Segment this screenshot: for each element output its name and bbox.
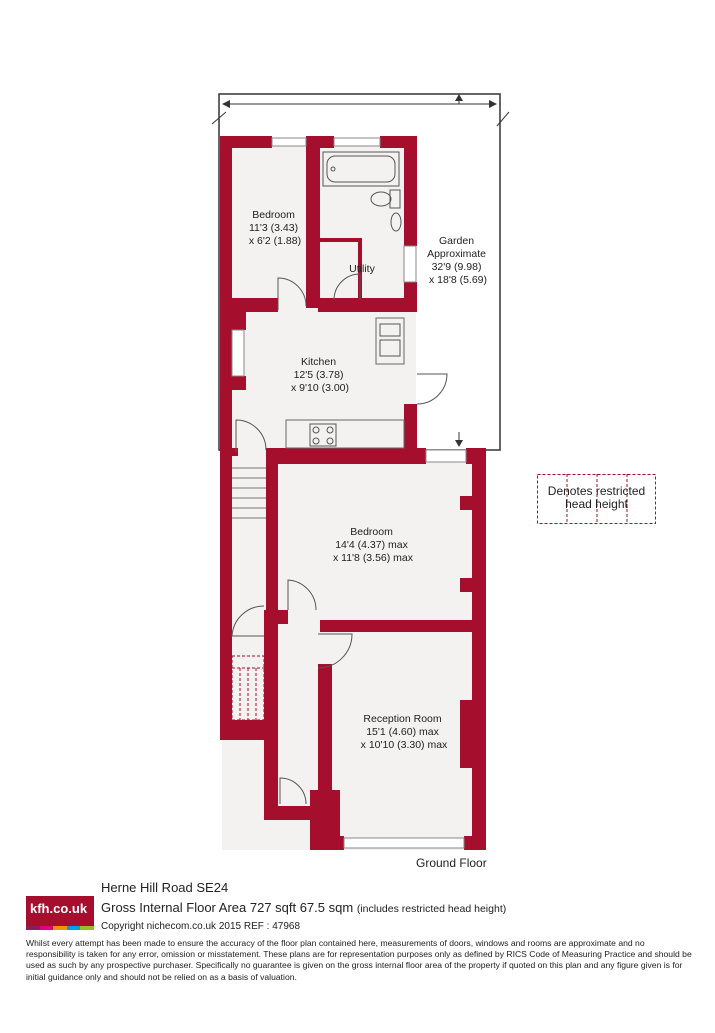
label-garden: Garden Approximate 32'9 (9.98) x 18'8 (5… [427,235,489,286]
floor-area-note: (includes restricted head height) [356,903,507,915]
logo-color-strip [26,926,94,930]
agency-logo: kfh.co.uk [26,896,94,930]
doors [231,273,448,805]
disclaimer: Whilst every attempt has been made to en… [26,938,692,982]
floor-plan: Bedroom 11'3 (3.43) x 6'2 (1.88) Utility… [211,93,510,850]
floor-area-lower [222,450,484,850]
kitchen-counter [285,317,405,449]
floor-area: Gross Internal Floor Area 727 sqft 67.5 … [101,900,506,915]
basin-icon [390,212,402,232]
label-reception-room: Reception Room 15'1 (4.60) max x 10'10 (… [361,713,448,751]
copyright: Copyright nichecom.co.uk 2015 REF : 4796… [101,921,300,932]
hob-icon [309,423,337,447]
toilet-icon [370,189,401,209]
restricted-height-legend: Denotes restricted head height [537,474,656,524]
walls [220,136,486,850]
stairs-up [232,467,266,519]
logo-text: kfh.co.uk [30,901,88,916]
legend-dashed-box [537,474,656,524]
floor-area-main: Gross Internal Floor Area 727 sqft 67.5 … [101,900,354,915]
label-bedroom-1: Bedroom 11'3 (3.43) x 6'2 (1.88) [249,209,301,247]
label-utility: Utility [349,263,375,275]
sink-icon [379,323,401,357]
label-kitchen: Kitchen 12'5 (3.78) x 9'10 (3.00) [291,356,349,394]
bath-icon [322,151,400,187]
floor-label: Ground Floor [416,856,487,870]
legend-text: Denotes restricted head height [547,484,646,511]
windows [231,137,467,849]
label-bedroom-2: Bedroom 14'4 (4.37) max x 11'8 (3.56) ma… [333,526,414,564]
property-address: Herne Hill Road SE24 [101,880,229,895]
stairs-restricted [231,655,265,721]
